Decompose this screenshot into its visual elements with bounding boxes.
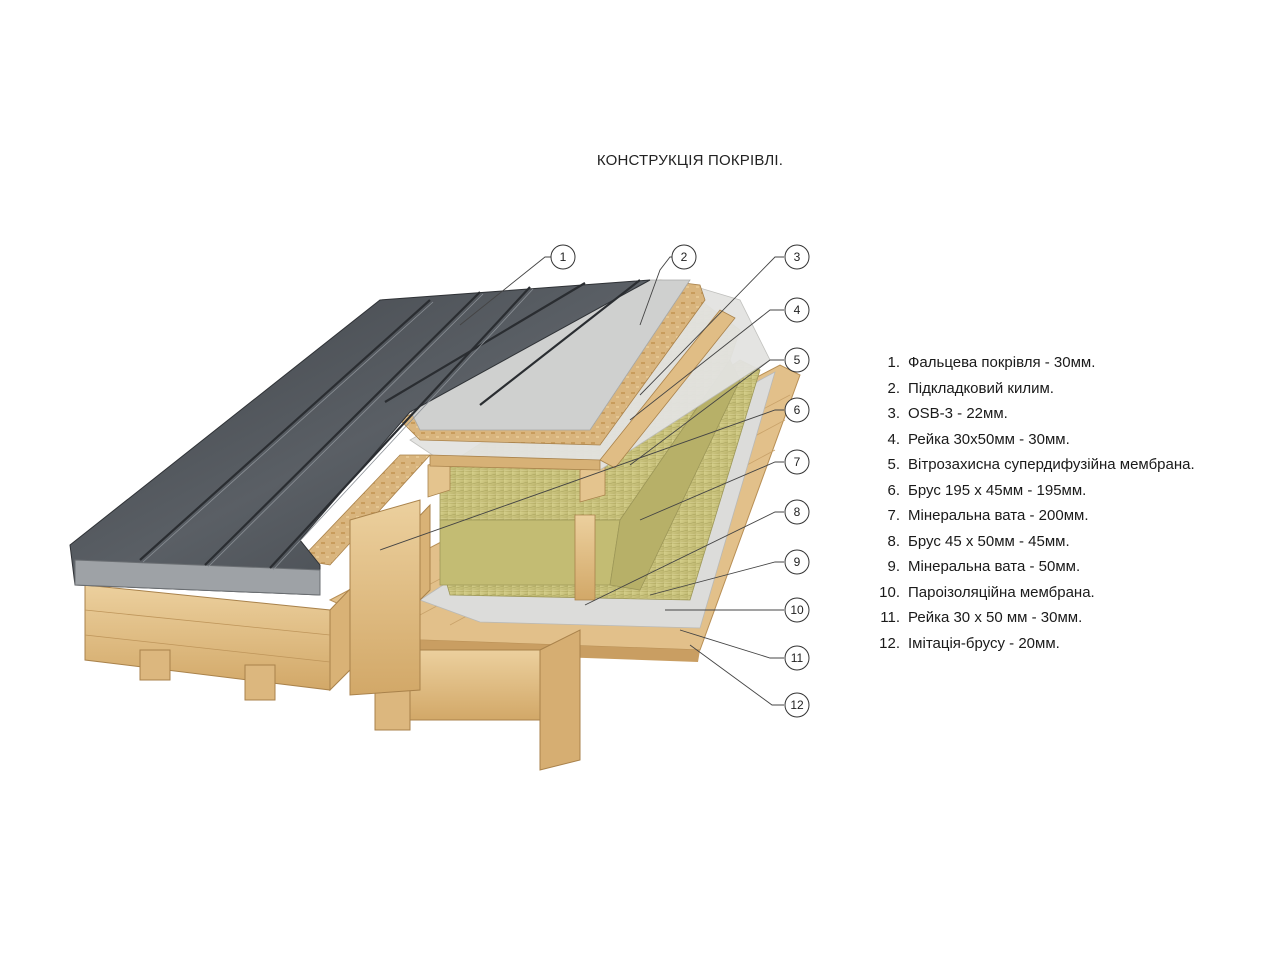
leader-lines [379, 256, 784, 706]
callout-6: 6 [784, 397, 810, 423]
legend-item: 7.Мінеральна вата - 200мм. [887, 507, 1089, 524]
legend-item: 4.Рейка 30х50мм - 30мм. [887, 430, 1070, 448]
diagram-title: КОНСТРУКЦІЯ ПОКРІВЛІ. [596, 152, 784, 169]
callout-8: 8 [784, 499, 810, 525]
callout-5: 5 [784, 347, 810, 373]
rafters-layer [427, 457, 606, 601]
legend-item: 2.Підкладковий килим. [887, 379, 1054, 397]
legend-item: 1.Фальцева покрівля - 30мм. [887, 354, 1096, 371]
callout-2: 2 [671, 244, 697, 270]
legend-item: 5.Вітрозахисна супердифузійна мембрана. [887, 456, 1195, 473]
callout-12: 12 [784, 692, 810, 718]
layer-legend: 1.Фальцева покрівля - 30мм. 2.Підкладков… [870, 350, 1195, 656]
svg-text:3: 3 [794, 250, 801, 264]
svg-text:2: 2 [681, 250, 688, 264]
callout-7: 7 [784, 449, 810, 475]
svg-text:5: 5 [794, 353, 801, 367]
callouts: 1 2 3 4 5 6 7 8 9 10 11 12 [550, 244, 810, 718]
callout-4: 4 [784, 297, 810, 323]
legend-item: 3.OSB-3 - 22мм. [887, 405, 1008, 422]
callout-1: 1 [550, 244, 576, 270]
svg-text:10: 10 [790, 603, 804, 617]
callout-10: 10 [784, 597, 810, 623]
legend-item: 11.Рейка 30 х 50 мм - 30мм. [880, 609, 1083, 626]
svg-text:12: 12 [790, 698, 804, 712]
battens-layer [429, 309, 736, 471]
legend-item: 8.Брус 45 х 50мм - 45мм. [887, 532, 1070, 550]
svg-text:8: 8 [794, 505, 801, 519]
svg-text:9: 9 [794, 555, 801, 569]
svg-text:6: 6 [794, 403, 801, 417]
svg-text:7: 7 [794, 455, 801, 469]
svg-text:4: 4 [794, 303, 801, 317]
legend-item: 12.Імітація-брусу - 20мм. [879, 634, 1060, 652]
legend-item: 9.Мінеральна вата - 50мм. [887, 558, 1081, 575]
legend-item: 10.Пароізоляційна мембрана. [879, 583, 1095, 601]
svg-text:1: 1 [560, 250, 567, 264]
callout-3: 3 [784, 244, 810, 270]
legend-item: 6.Брус 195 х 45мм - 195мм. [887, 481, 1087, 499]
svg-text:11: 11 [791, 651, 804, 665]
callout-9: 9 [784, 549, 810, 575]
wooden-frame [84, 499, 581, 771]
seam-roof-layer [69, 279, 651, 596]
callout-11: 11 [784, 645, 810, 671]
